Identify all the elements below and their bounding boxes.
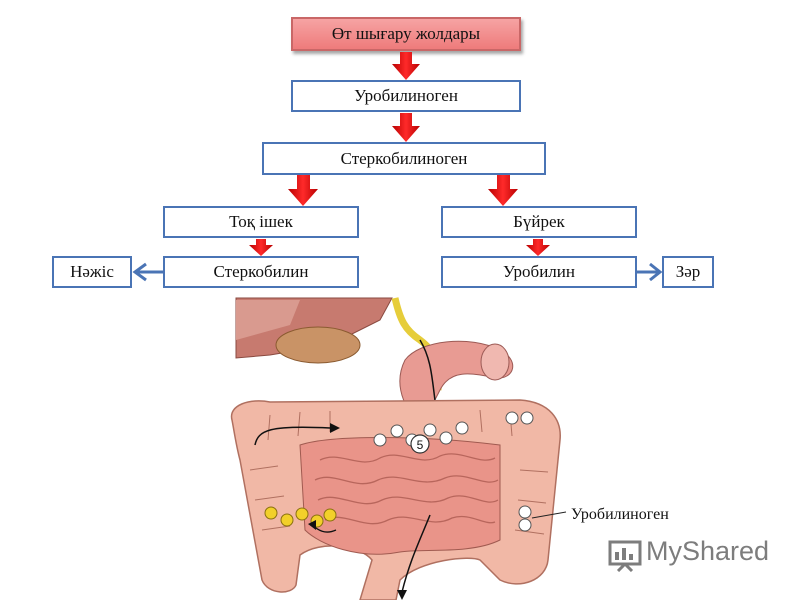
presentation-board-icon xyxy=(608,540,642,572)
stage-marker: 5 xyxy=(417,438,424,452)
down-arrow-icon xyxy=(488,175,518,206)
stercobilinogen-text: Стеркобилиноген xyxy=(340,148,468,168)
down-arrow-icon xyxy=(288,175,318,206)
watermark-logo: MyShared xyxy=(646,536,770,566)
title-text: Өт шығару жолдары xyxy=(331,24,481,43)
urine-text: Зәр xyxy=(675,262,701,281)
title-box: Өт шығару жолдары xyxy=(291,17,521,51)
urobilinogen-box: Уробилиноген xyxy=(291,80,521,112)
left-arrow-icon xyxy=(132,262,147,282)
stercobilin-box: Стеркобилин xyxy=(163,256,359,288)
down-arrow-icon xyxy=(392,113,420,142)
down-arrow-icon xyxy=(392,52,420,80)
stercobilin-text: Стеркобилин xyxy=(213,262,309,281)
down-arrow-icon xyxy=(249,239,273,256)
urobilinogen-label: Уробилиноген xyxy=(571,506,669,523)
right-arrow-icon xyxy=(649,262,663,282)
stercobilinogen-box: Стеркобилиноген xyxy=(262,142,546,175)
feces-text: Нәжіс xyxy=(70,262,114,281)
urine-box: Зәр xyxy=(662,256,714,288)
urobilin-text: Уробилин xyxy=(503,262,575,281)
urobilin-box: Уробилин xyxy=(441,256,637,288)
flow-arrows xyxy=(132,52,663,282)
feces-box: Нәжіс xyxy=(52,256,132,288)
kidney-box: Бүйрек xyxy=(441,206,637,238)
urobilinogen-text: Уробилиноген xyxy=(354,86,458,105)
kidney-text: Бүйрек xyxy=(513,212,565,231)
colon-box: Тоқ ішек xyxy=(163,206,359,238)
colon-text: Тоқ ішек xyxy=(229,212,293,231)
down-arrow-icon xyxy=(526,239,550,256)
